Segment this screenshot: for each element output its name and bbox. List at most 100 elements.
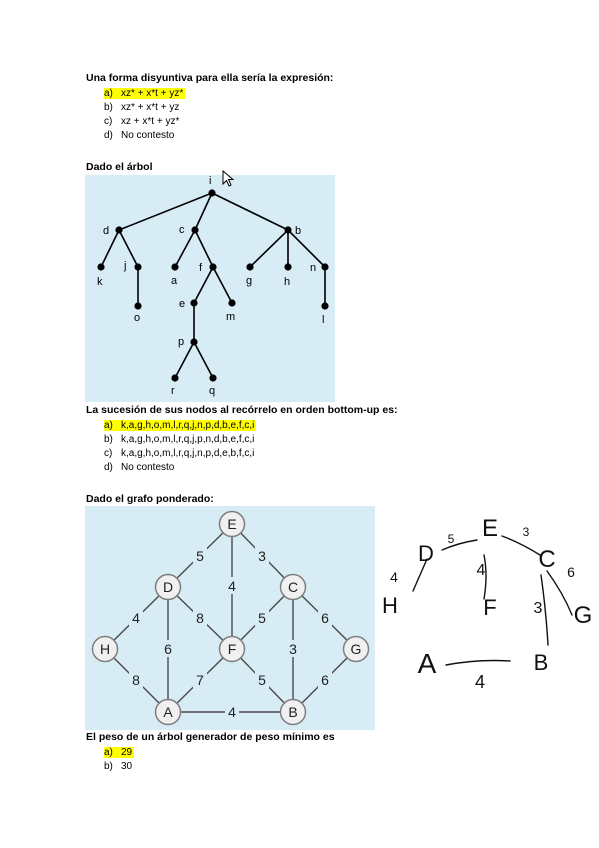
tree-node-m: [228, 299, 236, 307]
tree-diagram: i d c b k j a f g h n o e m l p r q: [97, 175, 329, 397]
tree-node-o: [134, 302, 142, 310]
hw-node-H: H: [382, 593, 398, 618]
graph-node-H: [91, 635, 119, 663]
q2-option-d: d)No contesto: [104, 462, 175, 473]
handwritten-spanning-tree: E D C H F G A B 5 3 4 4 6 3 4: [382, 515, 593, 692]
hw-node-E: E: [482, 515, 498, 542]
weight-G-B: 6: [321, 672, 329, 688]
weight-E-D: 5: [196, 548, 204, 564]
graph-label-G: G: [351, 641, 362, 657]
tree-label-a: a: [171, 275, 178, 287]
hw-weight-C-G: 6: [567, 564, 575, 580]
q2-option-b: b)k,a,g,h,o,m,l,r,q,j,p,n,d,b,e,f,c,i: [104, 434, 255, 445]
graph-node-B: [279, 698, 307, 726]
weight-A-B: 4: [228, 704, 236, 720]
weight-H-A: 8: [132, 672, 140, 688]
tree-node-b: [284, 226, 292, 234]
q2-option-c: c)k,a,g,h,o,m,l,r,q,j,n,p,d,e,b,f,c,i: [104, 448, 255, 459]
q3-question: El peso de un árbol generador de peso mí…: [86, 731, 335, 743]
tree-label-n: n: [310, 262, 316, 274]
tree-node-l: [321, 302, 329, 310]
tree-label-m: m: [226, 311, 235, 323]
hw-weight-D-E: 5: [448, 532, 455, 546]
q1-option-b: b)xz* + x*t + yz: [104, 102, 180, 113]
graph-label-A: A: [163, 704, 173, 720]
graph-panel: 5 3 4 4 8 5 6 6 3 8 7 5 6 4 E D: [85, 506, 375, 730]
graph-label-F: F: [228, 641, 237, 657]
graph-node-C: [279, 573, 307, 601]
tree-node-i: [208, 189, 216, 197]
tree-label-b: b: [295, 225, 301, 237]
q2-question: La sucesión de sus nodos al recórrelo en…: [86, 404, 398, 416]
tree-node-p: [190, 338, 198, 346]
weight-F-B: 5: [258, 672, 266, 688]
hw-node-D: D: [418, 541, 434, 566]
graph-label-C: C: [288, 579, 298, 595]
graph-node-A: [154, 698, 182, 726]
q3-option-b: b)30: [104, 761, 133, 772]
tree-label-h: h: [284, 276, 290, 288]
graph-label-H: H: [100, 641, 110, 657]
tree-node-r: [171, 374, 179, 382]
graph-node-D: [154, 573, 182, 601]
tree-node-c: [191, 226, 199, 234]
tree-label-f: f: [199, 262, 203, 274]
tree-node-k: [97, 263, 105, 271]
graph-node-G: [342, 635, 370, 663]
weight-E-C: 3: [258, 548, 266, 564]
weight-D-F: 8: [196, 610, 204, 626]
hw-node-A: A: [418, 648, 437, 679]
q2-title: Dado el árbol: [86, 161, 153, 173]
hw-weight-A-B: 4: [475, 672, 485, 692]
weight-C-F: 5: [258, 610, 266, 626]
graph-node-E: [218, 510, 246, 538]
tree-node-a: [171, 263, 179, 271]
hw-node-G: G: [574, 602, 593, 629]
tree-node-q: [209, 374, 217, 382]
hw-weight-C-B: 3: [534, 600, 543, 617]
tree-label-l: l: [322, 314, 324, 326]
tree-label-p: p: [178, 336, 184, 348]
q3-title: Dado el grafo ponderado:: [86, 493, 214, 505]
weight-F-A: 7: [196, 672, 204, 688]
graph-label-B: B: [288, 704, 297, 720]
tree-node-f: [209, 263, 217, 271]
tree-node-n: [321, 263, 329, 271]
hw-node-B: B: [534, 650, 549, 675]
tree-label-c: c: [179, 224, 185, 236]
hw-node-F: F: [483, 595, 496, 620]
q1-title: Una forma disyuntiva para ella sería la …: [86, 72, 334, 84]
tree-label-i: i: [209, 175, 211, 187]
tree-label-r: r: [171, 385, 175, 397]
weight-C-G: 6: [321, 610, 329, 626]
tree-panel: i d c b k j a f g h n o e m l p r q: [85, 175, 335, 402]
hw-node-C: C: [538, 546, 555, 573]
tree-node-d: [115, 226, 123, 234]
graph-node-F: [218, 635, 246, 663]
q1-option-d: d)No contesto: [104, 130, 175, 141]
tree-label-q: q: [209, 385, 215, 397]
weight-C-B: 3: [289, 641, 297, 657]
weight-D-H: 4: [132, 610, 140, 626]
tree-node-j: [134, 263, 142, 271]
q1-option-a: a)xz* + x*t + yz*: [104, 88, 186, 99]
tree-label-d: d: [103, 225, 109, 237]
weighted-graph-diagram: 5 3 4 4 8 5 6 6 3 8 7 5 6 4 E D: [91, 510, 370, 726]
mouse-cursor-icon: [222, 170, 235, 187]
tree-label-k: k: [97, 276, 103, 288]
q3-option-a: a)29: [104, 747, 135, 758]
graph-label-D: D: [163, 579, 173, 595]
tree-node-h: [284, 263, 292, 271]
tree-label-g: g: [246, 275, 252, 287]
q1-option-c: c)xz + x*t + yz*: [104, 116, 180, 127]
tree-node-e: [190, 299, 198, 307]
tree-label-o: o: [134, 312, 140, 324]
tree-label-j: j: [123, 260, 126, 272]
weight-E-F: 4: [228, 578, 236, 594]
tree-node-g: [246, 263, 254, 271]
hw-weight-E-C: 3: [523, 525, 530, 539]
hw-weight-D-H: 4: [390, 569, 398, 585]
graph-label-E: E: [227, 516, 236, 532]
tree-label-e: e: [179, 298, 185, 310]
weight-D-A: 6: [164, 641, 172, 657]
